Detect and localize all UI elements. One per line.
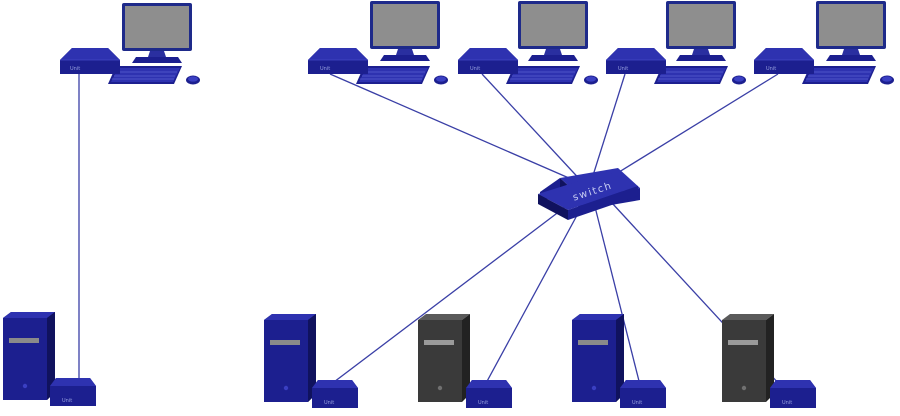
kvm-unit-label: Unit	[470, 66, 480, 72]
mouse-icon	[732, 75, 746, 85]
mouse-icon	[434, 75, 448, 85]
kvm-unit-icon	[605, 47, 667, 75]
monitor-icon	[666, 1, 736, 61]
top-console-station-3: Unit	[605, 1, 746, 85]
link-switch-to-server-2	[484, 194, 589, 386]
link-switch-to-console-2	[481, 73, 586, 186]
kvm-unit-icon	[457, 47, 519, 75]
link-switch-to-console-1	[329, 73, 586, 186]
link-switch-to-console-3	[589, 73, 626, 186]
server-unit-label: Unit	[62, 398, 72, 404]
left-server-station: Unit	[3, 312, 96, 406]
link-switch-to-server-1	[329, 191, 586, 386]
top-console-station-1: Unit	[307, 1, 448, 85]
mouse-icon	[584, 75, 598, 85]
server-unit-label: Unit	[478, 400, 488, 406]
server-tower-icon	[264, 314, 316, 402]
server-tower-icon	[3, 312, 55, 400]
network-switch-body	[538, 172, 638, 220]
kvm-unit-icon	[770, 380, 816, 408]
kvm-unit-icon	[50, 378, 96, 406]
monitor-icon	[816, 1, 886, 61]
server-unit-label: Unit	[782, 400, 792, 406]
server-tower-icon	[418, 314, 470, 402]
kvm-unit-icon	[620, 380, 666, 408]
server-tower-icon	[722, 314, 774, 402]
kvm-unit-icon	[307, 47, 369, 75]
kvm-unit-label: Unit	[618, 66, 628, 72]
mouse-icon	[880, 75, 894, 85]
monitor-icon	[370, 1, 440, 61]
bottom-server-station-1: Unit	[264, 314, 358, 408]
bottom-server-station-2: Unit	[418, 314, 512, 408]
server-tower-icon	[572, 314, 624, 402]
network-switch: switch	[538, 168, 640, 220]
left-console-station: Unit	[59, 3, 200, 85]
monitor-icon	[518, 1, 588, 61]
top-console-station-2: Unit	[457, 1, 598, 85]
bottom-server-station-3: Unit	[572, 314, 666, 408]
bottom-server-station-4: Unit	[722, 314, 816, 408]
kvm-unit-icon	[312, 380, 358, 408]
kvm-unit-icon	[753, 47, 815, 75]
mouse-icon	[186, 75, 200, 85]
kvm-unit-label: Unit	[70, 66, 80, 72]
kvm-unit-icon	[59, 47, 121, 75]
monitor-icon	[122, 3, 192, 63]
kvm-unit-label: Unit	[320, 66, 330, 72]
link-switch-to-console-4	[597, 73, 779, 186]
kvm-unit-icon	[466, 380, 512, 408]
kvm-unit-label: Unit	[766, 66, 776, 72]
top-console-station-4: Unit	[753, 1, 894, 85]
link-switch-to-server-3	[591, 194, 641, 386]
server-unit-label: Unit	[324, 400, 334, 406]
server-unit-label: Unit	[632, 400, 642, 406]
